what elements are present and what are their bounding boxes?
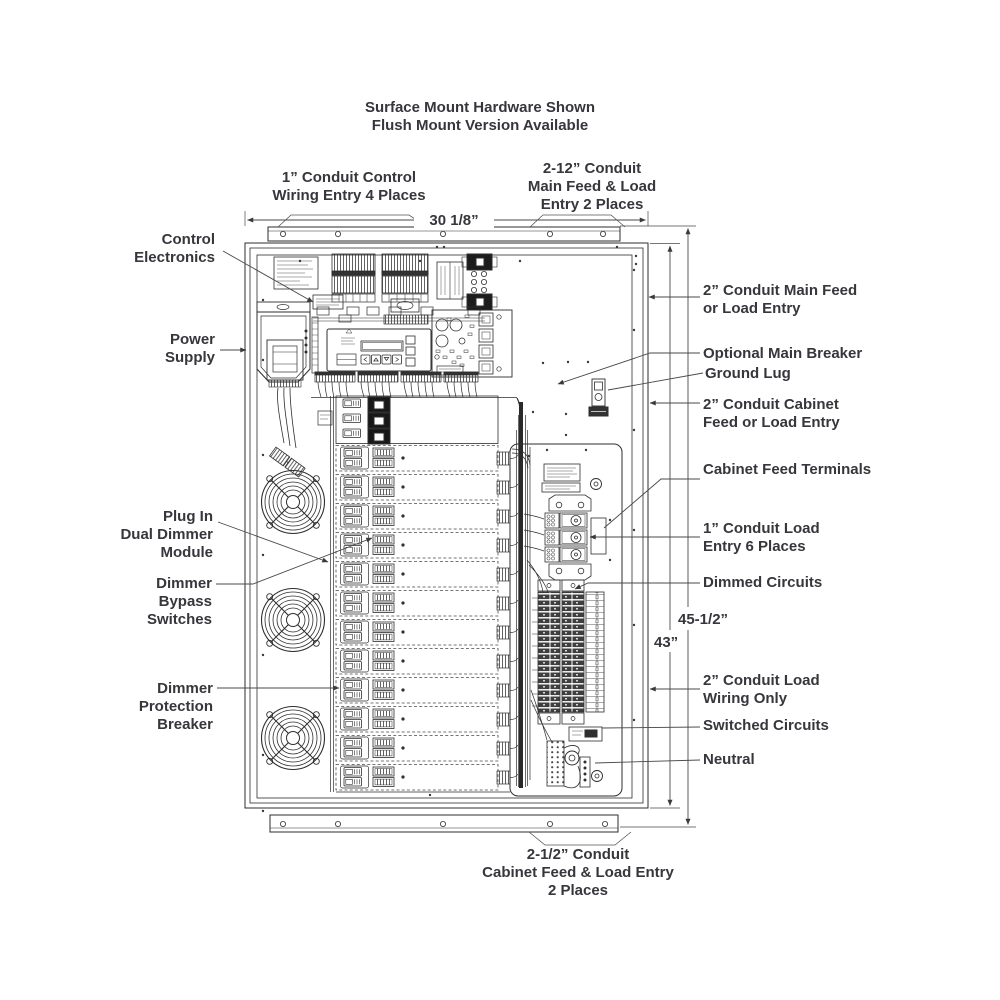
height-dimension-45-5 (620, 225, 696, 828)
dimmer-bay (336, 649, 518, 675)
cabinet-ground-lug-icon (590, 478, 602, 490)
leader-neutral (594, 759, 701, 764)
leader-ground-lug (607, 372, 704, 391)
cabinet-outline (244, 242, 649, 809)
dimmer-module-bays (330, 396, 519, 793)
power-board (431, 309, 513, 378)
main-breaker-modules (367, 396, 391, 445)
callout-dimmer-protection-breaker: Dimmer Protection Breaker (138, 680, 213, 733)
switched-circuits-plate (568, 726, 603, 742)
callout-conduit-cabinet-feed-load: 2-1/2” Conduit Cabinet Feed & Load Entry… (482, 846, 674, 899)
callout-control-electronics: Control Electronics (134, 231, 215, 266)
left-connector-strip (304, 316, 319, 374)
width-dimension-line (244, 211, 649, 226)
lcd-display (360, 340, 404, 352)
transformer (266, 339, 304, 388)
height-dimension-outer-label: 45-1/2” (676, 611, 731, 629)
dimmed-circuits-terminal-strip (537, 579, 605, 725)
fan-grille-bottom (260, 705, 326, 771)
callout-optional-main-breaker: Optional Main Breaker (703, 345, 863, 362)
leader-dimmed-circuits (574, 582, 700, 590)
height-dimension-43 (650, 243, 680, 809)
dimmer-bay (336, 562, 518, 588)
callout-switched-circuits: Switched Circuits (703, 717, 829, 734)
ground-lug-block (588, 378, 609, 417)
dimmer-bay (336, 736, 518, 762)
terminal-bank-right (381, 253, 429, 303)
leader-bypass-switches (216, 537, 373, 585)
fan-grille-middle (260, 587, 326, 653)
power-plug (268, 446, 306, 478)
dimmer-bay (336, 446, 518, 472)
dimmer-bay (336, 591, 518, 617)
height-dimension-inner-label: 43” (652, 634, 681, 652)
callout-conduit-cabinet-feed: 2” Conduit Cabinet Feed or Load Entry (703, 396, 840, 431)
terminal-bank-left (331, 253, 376, 303)
callout-conduit-main-feed: 2” Conduit Main Feed or Load Entry (703, 282, 858, 317)
tb-connector-row (313, 306, 485, 325)
callout-conduit-control-wiring: 1” Conduit Control Wiring Entry 4 Places (272, 169, 426, 204)
bottom-mounting-bracket (269, 814, 619, 833)
dimmer-bay (336, 678, 518, 704)
dimmer-bay (336, 504, 518, 530)
vertical-label-plate (436, 261, 464, 300)
logo-plate (390, 298, 420, 313)
leader-plug-in-module (217, 521, 329, 563)
leader-switched-circuits (601, 726, 701, 729)
neutral-ground-lug-icon (591, 770, 603, 782)
callout-dimmer-bypass-switches: Dimmer Bypass Switches (146, 575, 212, 628)
dimmer-bay (336, 765, 518, 791)
neutral-bar (546, 740, 603, 789)
callout-dimmed-circuits: Dimmed Circuits (703, 574, 823, 591)
control-board (326, 328, 432, 372)
width-dimension-label: 30 1/8” (414, 212, 494, 230)
fan-grille-top (260, 469, 326, 535)
callout-conduit-load-entry: 1” Conduit Load Entry 6 Places (703, 520, 820, 555)
callout-ground-lug: Ground Lug (705, 365, 791, 382)
dimmer-bay (336, 707, 518, 733)
callout-power-supply: Power Supply (164, 331, 215, 366)
callout-cabinet-feed-terminals: Cabinet Feed Terminals (703, 461, 872, 478)
info-plate (273, 256, 319, 290)
top-module-bay (317, 395, 499, 445)
nav-buttons (360, 354, 402, 365)
leader-control-electronics (222, 250, 314, 303)
callout-plug-in-dual-dimmer-module: Plug In Dual Dimmer Module (120, 508, 213, 561)
io-connector-column (461, 253, 498, 311)
dimmer-bay (336, 620, 518, 646)
dimmer-bay (336, 533, 518, 559)
load-wire-bundle (511, 402, 553, 788)
callout-conduit-main-feed-load: 2-12” Conduit Main Feed & Load Entry 2 P… (527, 160, 657, 213)
control-electronics-drawing (273, 253, 523, 448)
leader-cabinet-feed-terminals (603, 478, 700, 529)
page-title: Surface Mount Hardware Shown Flush Mount… (364, 99, 596, 134)
cabinet-feed-terminal-block (541, 463, 607, 581)
load-termination-subpanel (509, 443, 623, 797)
callout-neutral: Neutral (703, 751, 755, 768)
wire-fanout (311, 371, 523, 448)
screw-dots (261, 245, 638, 813)
leader-lines (216, 250, 704, 764)
leader-optional-main-breaker (557, 352, 700, 385)
callout-conduit-load-wiring: 2” Conduit Load Wiring Only (703, 672, 820, 707)
dimmer-bay (336, 475, 518, 501)
feed-terminal-rows (544, 512, 588, 563)
power-supply-drawing (256, 301, 311, 478)
fan-grilles (260, 469, 326, 771)
